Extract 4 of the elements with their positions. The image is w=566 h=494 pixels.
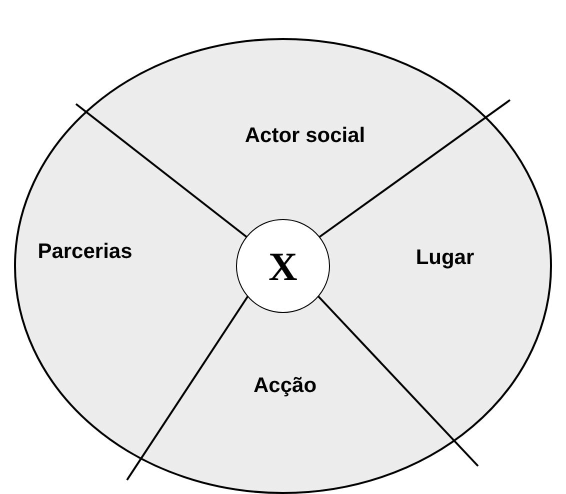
sector-label: Acção <box>225 366 345 406</box>
sector-label: Actor social <box>240 100 370 172</box>
sector-label: Lugar <box>395 238 495 278</box>
sector-label: Parcerias <box>20 232 150 272</box>
